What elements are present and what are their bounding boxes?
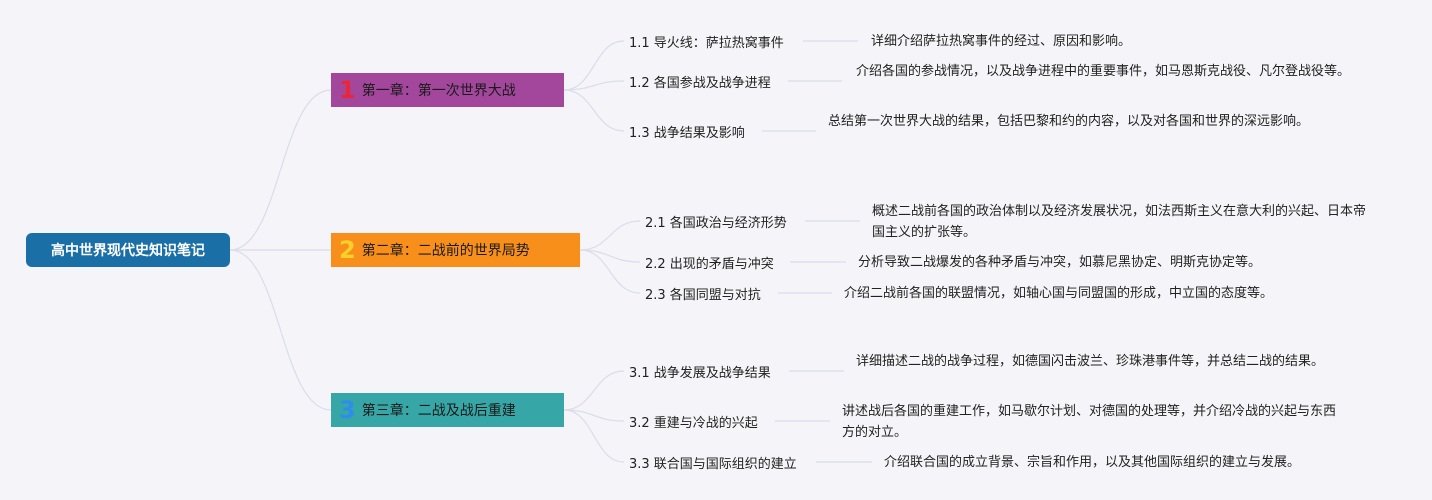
chapter-label: 第三章：二战及战后重建 <box>361 403 516 419</box>
root-node[interactable]: 高中世界现代史知识笔记 <box>26 233 230 267</box>
root-label: 高中世界现代史知识笔记 <box>51 243 205 259</box>
chapter-node-1[interactable]: 1 第一章：第一次世界大战 <box>331 73 564 107</box>
topic-node-3-1[interactable]: 3.1 战争发展及战争结果 <box>629 366 771 381</box>
chapter-node-3[interactable]: 3 第三章：二战及战后重建 <box>331 393 564 427</box>
connector-ch3-t2 <box>563 409 625 422</box>
detail-node-1-2[interactable]: 介绍各国的参战情况，以及战争进程中的重要事件，如马恩斯克战役、凡尔登战役等。 <box>856 64 1351 79</box>
chapter-label: 第二章：二战前的世界局势 <box>361 243 530 259</box>
detail-node-3-1[interactable]: 详细描述二战的战争过程，如德国闪击波兰、珍珠港事件等，并总结二战的结果。 <box>856 354 1325 369</box>
topic-node-1-3[interactable]: 1.3 战争结果及影响 <box>629 126 745 141</box>
connector-ch2-t3 <box>579 249 641 294</box>
connector-root-ch3 <box>229 249 332 411</box>
connector-ch3-t1 <box>563 370 625 411</box>
connector-ch2-t2 <box>579 249 641 263</box>
chapter-number-badge: 1 <box>339 76 356 104</box>
chapter-number-badge: 2 <box>339 236 356 264</box>
detail-node-1-1[interactable]: 详细介绍萨拉热窝事件的经过、原因和影响。 <box>871 34 1132 49</box>
topic-node-3-2[interactable]: 3.2 重建与冷战的兴起 <box>629 416 758 431</box>
topic-node-3-3[interactable]: 3.3 联合国与国际组织的建立 <box>629 457 797 472</box>
connector-ch3-t3 <box>563 409 625 463</box>
detail-node-3-3[interactable]: 介绍联合国的成立背景、宗旨和作用，以及其他国际组织的建立与发展。 <box>884 455 1301 470</box>
connector-ch2-t1 <box>579 220 641 251</box>
detail-node-3-2[interactable]: 讲述战后各国的重建工作，如马歇尔计划、对德国的处理等，并介绍冷战的兴起与东西方的… <box>842 404 1337 440</box>
topic-node-1-2[interactable]: 1.2 各国参战及战争进程 <box>629 76 771 91</box>
detail-node-2-1[interactable]: 概述二战前各国的政治体制以及经济发展状况，如法西斯主义在意大利的兴起、日本帝国主… <box>872 204 1367 240</box>
chapter-node-2[interactable]: 2 第二章：二战前的世界局势 <box>331 233 580 267</box>
topic-node-1-1[interactable]: 1.1 导火线：萨拉热窝事件 <box>629 36 784 51</box>
detail-node-1-3[interactable]: 总结第一次世界大战的结果，包括巴黎和约的内容，以及对各国和世界的深远影响。 <box>828 114 1310 129</box>
chapter-number-badge: 3 <box>339 396 356 424</box>
detail-node-2-2[interactable]: 分析导致二战爆发的各种矛盾与冲突，如慕尼黑协定、明斯克协定等。 <box>858 255 1262 270</box>
topic-node-2-2[interactable]: 2.2 出现的矛盾与冲突 <box>645 257 774 272</box>
connector-ch1-t1 <box>563 40 625 91</box>
connector-ch1-t3 <box>563 89 625 132</box>
detail-node-2-3[interactable]: 介绍二战前各国的联盟情况，如轴心国与同盟国的形成，中立国的态度等。 <box>844 286 1274 301</box>
topic-node-2-1[interactable]: 2.1 各国政治与经济形势 <box>645 216 787 231</box>
topic-node-2-3[interactable]: 2.3 各国同盟与对抗 <box>645 288 761 303</box>
chapter-label: 第一章：第一次世界大战 <box>361 83 516 99</box>
connector-ch1-t2 <box>563 80 625 91</box>
connector-root-ch1 <box>229 89 332 251</box>
